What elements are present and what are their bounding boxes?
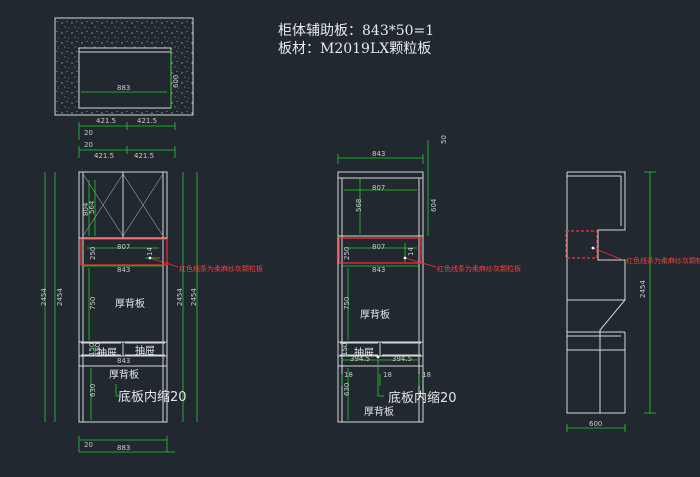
side-630-dim: 630 [343, 382, 351, 396]
front-inner-width-dim: 807 [117, 243, 131, 251]
front-view-dims [44, 172, 198, 453]
side-inner-width-dim: 807 [372, 184, 386, 192]
front-mid-height-dim: 750 [89, 296, 97, 310]
front-back-panel-lower-label: 厚背板 [109, 370, 139, 381]
front-drawer-right-label: 抽屉 [135, 346, 155, 357]
side-red-note: 红色线条为柔麻纱灰颗粒板 [437, 265, 521, 273]
side-band-width-dim: 807 [372, 243, 386, 251]
front-note-leader [149, 257, 179, 268]
front-view [78, 171, 168, 423]
top-seg-right-dim: 421.5 [137, 117, 158, 125]
side-band-height-dim: 250 [343, 246, 351, 260]
side-back-panel-label: 厚背板 [360, 310, 390, 321]
front-small-843-dim: 843 [117, 357, 131, 365]
title-line-1: 柜体辅助板：843*50=1 [278, 23, 435, 39]
right-height-dim: 2454 [639, 280, 647, 298]
front-band-side-dim: 14 [146, 247, 154, 256]
side-lower-width-dim: 843 [372, 266, 386, 274]
side-150-dim: 150 [341, 342, 349, 356]
top-side-dim: 20 [84, 129, 93, 137]
side-604-dim: 604 [430, 198, 438, 212]
front-band-height-dim: 250 [89, 246, 97, 260]
front-bottom-side-dim: 20 [84, 441, 93, 449]
side-drawer-label: 抽屉 [354, 348, 374, 359]
front-red-note: 红色线条为柔麻纱灰颗粒板 [179, 265, 263, 273]
side-marker-2 [376, 355, 380, 359]
front-back-panel-label: 厚背板 [115, 299, 145, 310]
side-18b-dim: 18 [383, 371, 392, 379]
side-top-small-dim: 50 [440, 135, 448, 144]
top-view [54, 17, 194, 116]
front-top-side-dim: 20 [84, 141, 93, 149]
front-height-inner-left-dim: 2454 [56, 288, 64, 306]
countertop-cutout [78, 47, 172, 109]
side-18a-dim: 18 [344, 371, 353, 379]
top-depth-dim: 600 [172, 74, 180, 88]
front-highlight-band [80, 238, 168, 266]
side-seg-left-dim: 394.5 [350, 355, 371, 363]
right-marker [591, 246, 595, 250]
front-width-dim: 843 [117, 266, 131, 274]
side-note-leader [404, 257, 437, 268]
front-upper-v2-dim: 564 [88, 200, 96, 214]
right-red-note: 红色线条为柔麻纱灰颗粒板 [626, 257, 700, 265]
side-750-dim: 750 [343, 296, 351, 310]
right-view [566, 171, 626, 414]
title-line-2: 板材：M2019LX颗粒板 [278, 41, 432, 57]
front-height-inner-right-dim: 2454 [176, 288, 184, 306]
side-seg-right-dim: 394.5 [392, 355, 413, 363]
right-highlight-band [565, 230, 598, 259]
side-marker [403, 256, 407, 260]
front-height-right-dim: 2454 [190, 288, 198, 306]
side-cabinet-outline [337, 171, 424, 423]
side-band-side-dim: 14 [407, 247, 415, 256]
front-bottom-note: 底板内缩20 [118, 390, 187, 405]
side-width-dim: 843 [372, 150, 386, 158]
front-height-left-dim: 2454 [40, 288, 48, 306]
front-marker [148, 256, 152, 260]
right-note-leader [592, 247, 624, 261]
top-width-dim: 883 [117, 84, 131, 92]
front-630-dim: 630 [89, 383, 97, 397]
side-highlight-band [338, 237, 422, 264]
side-568-dim: 568 [355, 198, 363, 212]
top-view-dims [78, 50, 176, 158]
side-back-panel-lower-label: 厚背板 [364, 407, 394, 418]
side-18c-dim: 18 [422, 371, 431, 379]
front-drawer-left-label: 抽屉 [97, 348, 117, 359]
top-seg-left-dim: 421.5 [96, 117, 117, 125]
front-seg-right-dim: 421.5 [134, 152, 155, 160]
front-total-width-dim: 883 [117, 444, 131, 452]
front-seg-left-dim: 421.5 [94, 152, 115, 160]
side-view-dims [337, 140, 429, 420]
side-bottom-note: 底板内缩20 [388, 391, 457, 406]
right-view-dims [566, 171, 656, 432]
right-depth-dim: 600 [589, 420, 603, 428]
